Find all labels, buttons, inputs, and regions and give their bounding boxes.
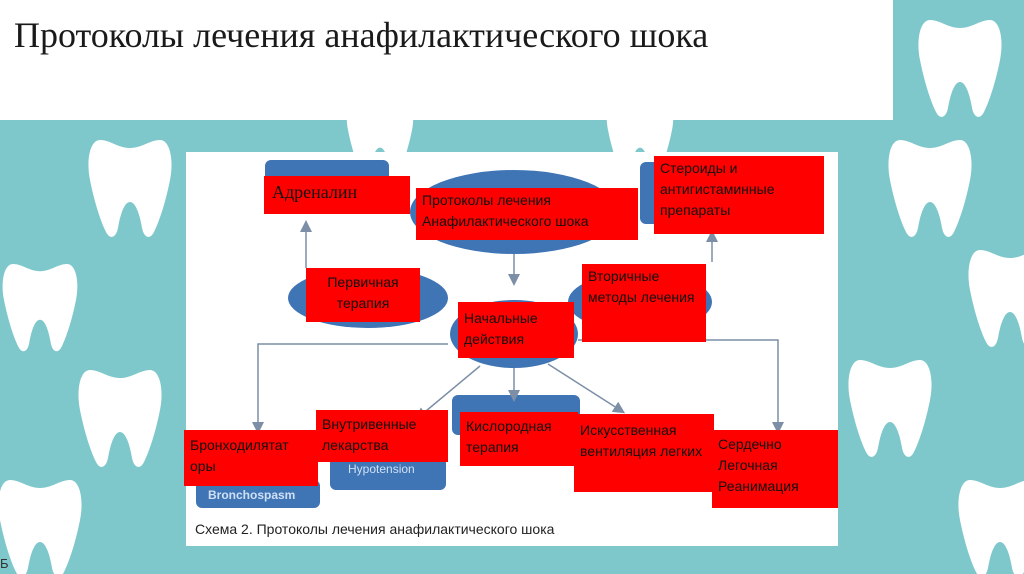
arrow-to-ventilation — [547, 363, 626, 414]
oxygen-therapy-box: Кислородная терапия — [460, 412, 578, 466]
cpr-box: Сердечно Легочная Реанимация — [712, 430, 838, 508]
initial-actions-box: Начальные действия — [458, 302, 574, 358]
primary-therapy-box: Первичная терапия — [306, 268, 420, 322]
center-protocol-box: Протоколы лечения Анафилактического шока — [416, 188, 638, 240]
bronchospasm-label: Bronchospasm — [208, 488, 295, 502]
secondary-methods-box: Вторичные методы лечения — [582, 264, 706, 342]
bronchospasm-shape — [196, 480, 320, 508]
title-panel: Протоколы лечения анафилактического шока — [0, 0, 893, 120]
arrow-to-iv — [415, 365, 481, 420]
side-glyph: Б — [0, 556, 9, 571]
adrenaline-box: Адреналин — [264, 176, 410, 214]
line-left-branch — [252, 343, 448, 434]
bronchodilators-box: Бронходилятат оры — [184, 430, 318, 486]
steroids-box: Стероиды и антигистаминные препараты — [654, 156, 824, 234]
slide-title: Протоколы лечения анафилактического шока — [14, 15, 709, 55]
iv-drugs-box: Внутривенные лекарства — [316, 410, 448, 462]
ventilation-box: Искусственная вентиляция легких — [574, 414, 714, 492]
hypotension-label: Hypotension — [348, 462, 415, 476]
diagram-caption: Схема 2. Протоколы лечения анафилактичес… — [195, 521, 555, 537]
